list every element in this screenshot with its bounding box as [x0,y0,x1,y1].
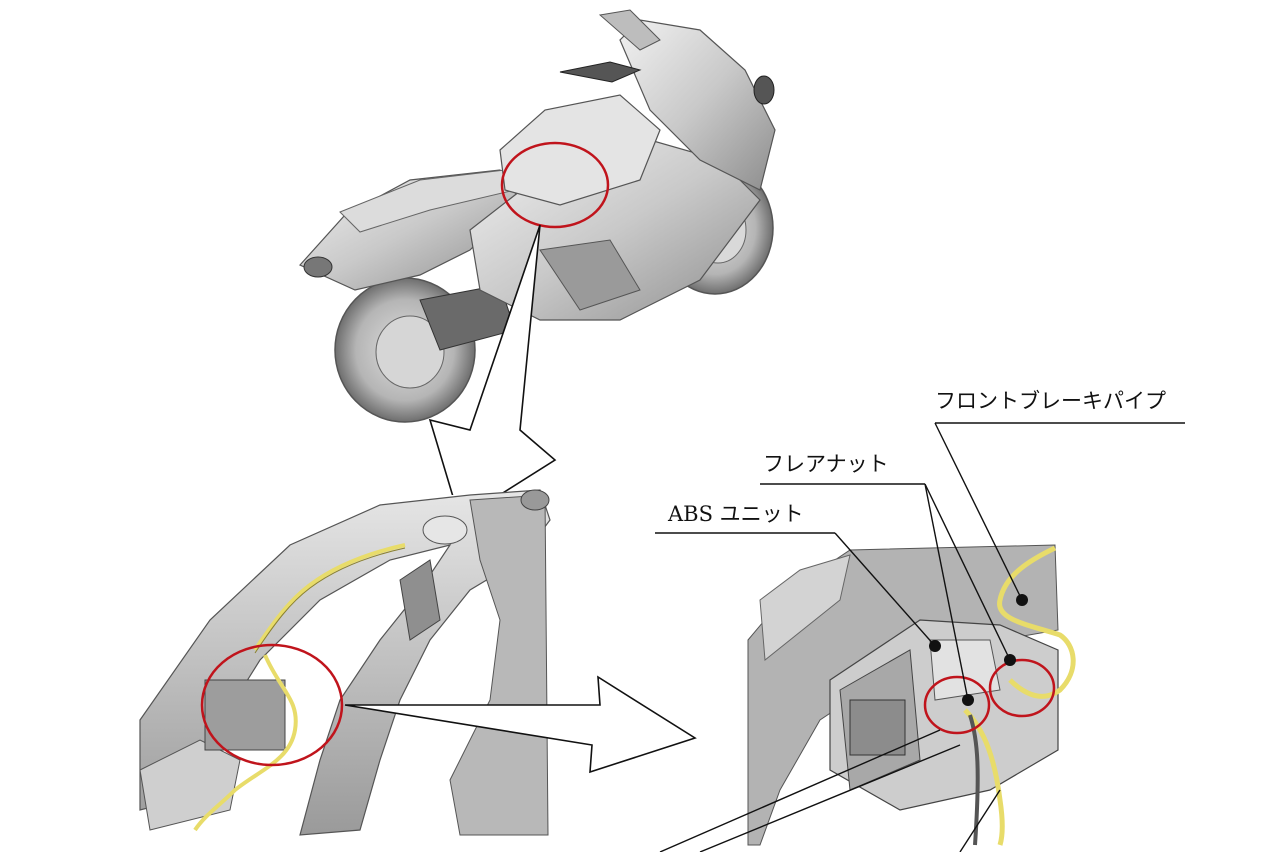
flare-nut-circle-right [988,658,1056,718]
handlebar [559,61,642,83]
label-front-brake-pipe: フロントブレーキパイプ [935,389,1166,413]
flare-nut-circle-left [923,675,991,735]
frame-detail [135,489,551,836]
frame-rail [139,489,551,836]
abs-closeup [747,544,1076,846]
label-abs-unit: ABS ユニット [667,502,804,526]
zoom-arrow [344,675,697,774]
frame-highlight-circle [200,643,344,767]
motorcycle-overview [299,9,776,423]
overview-highlight-circle [500,141,610,229]
brake-pipe-route [193,543,406,832]
leader-lines [655,422,1185,853]
label-flare-nut: フレアナット [763,452,889,476]
fuel-tank [499,94,661,206]
